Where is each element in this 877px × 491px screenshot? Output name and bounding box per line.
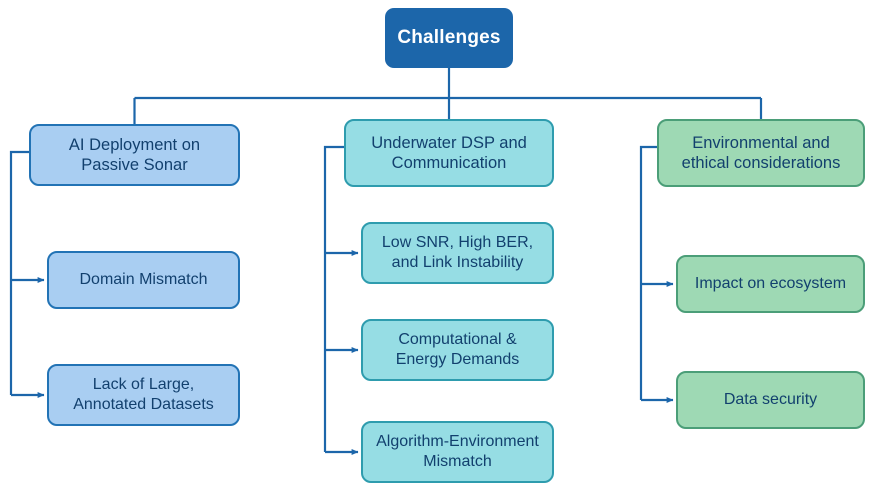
node-impact-ecosystem[interactable]: Impact on ecosystem <box>676 255 865 313</box>
node-computational-energy[interactable]: Computational & Energy Demands <box>361 319 554 381</box>
node-algorithm-env-mismatch[interactable]: Algorithm-Environment Mismatch <box>361 421 554 483</box>
node-root-challenges[interactable]: Challenges <box>385 8 513 68</box>
node-branch-underwater-dsp[interactable]: Underwater DSP and Communication <box>344 119 554 187</box>
node-low-snr[interactable]: Low SNR, High BER, and Link Instability <box>361 222 554 284</box>
node-lack-of-datasets[interactable]: Lack of Large, Annotated Datasets <box>47 364 240 426</box>
node-branch-ai-deployment[interactable]: AI Deployment on Passive Sonar <box>29 124 240 186</box>
node-domain-mismatch[interactable]: Domain Mismatch <box>47 251 240 309</box>
node-data-security[interactable]: Data security <box>676 371 865 429</box>
node-branch-environmental-ethical[interactable]: Environmental and ethical considerations <box>657 119 865 187</box>
